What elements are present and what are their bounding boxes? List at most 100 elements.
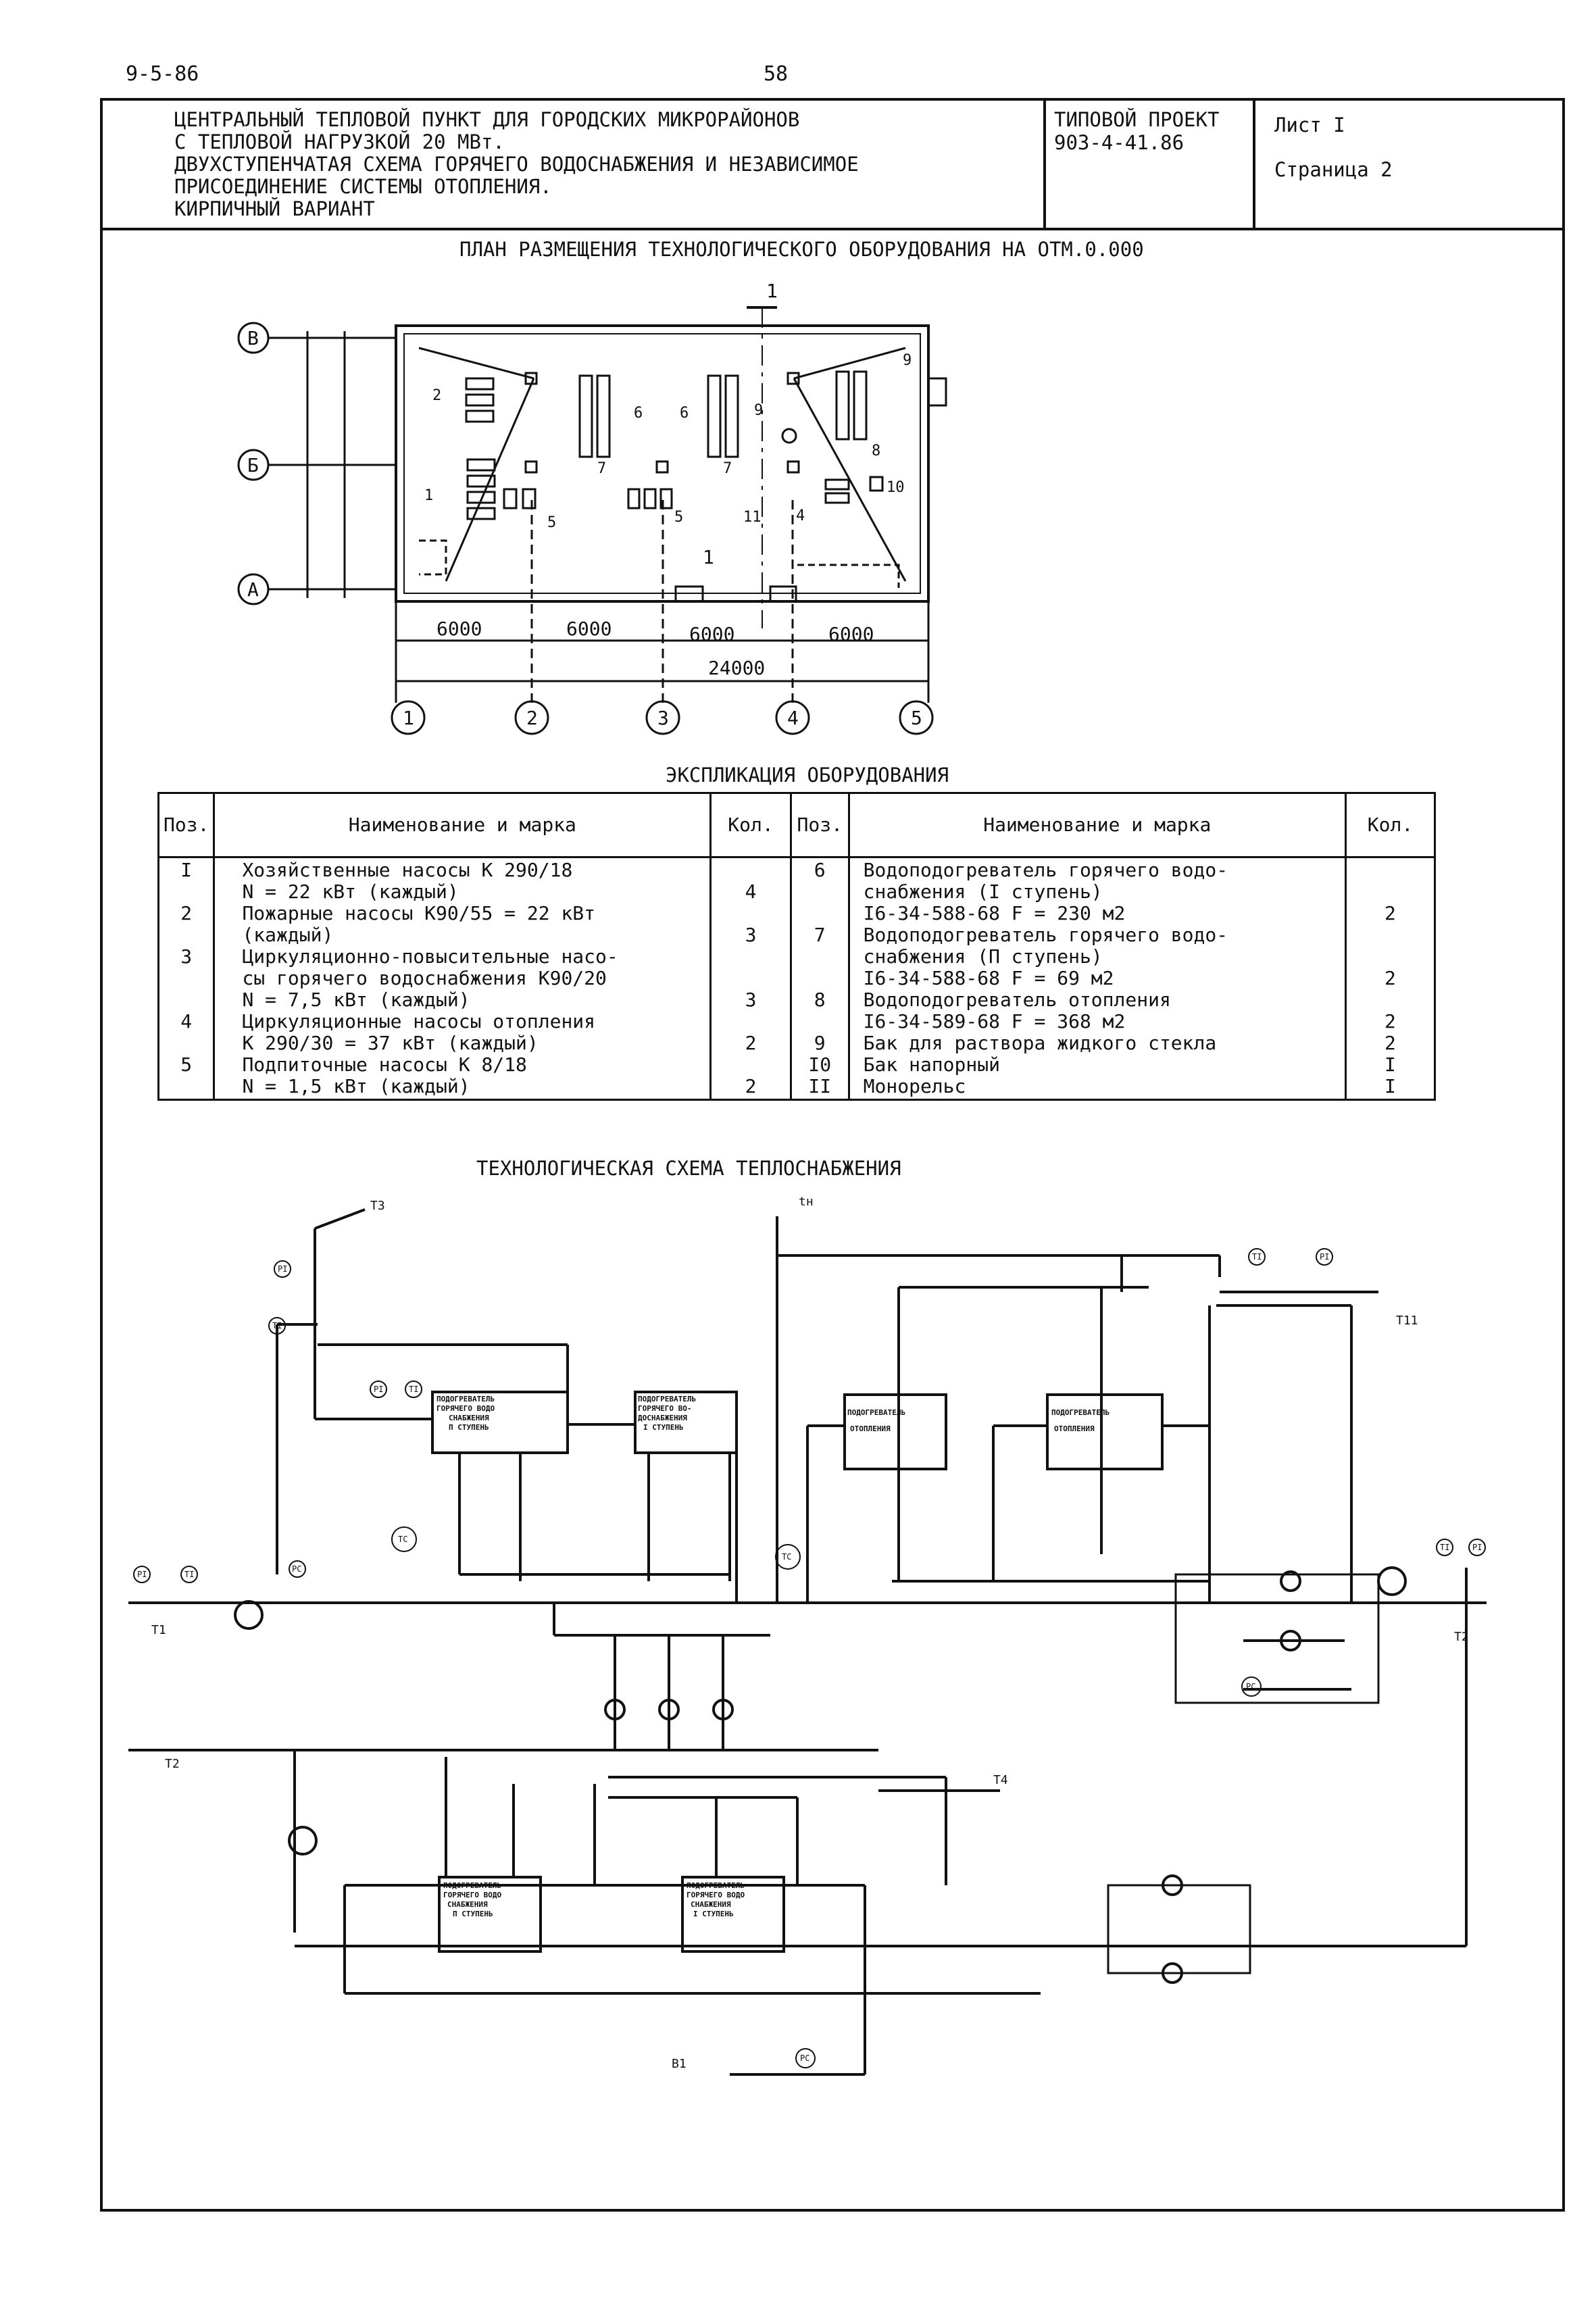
position-label: 7 [723, 460, 732, 477]
pump [643, 488, 657, 509]
column [524, 460, 538, 474]
heater [724, 374, 739, 458]
axis-bubble-1 [391, 700, 426, 735]
heater-hw1-top [634, 1391, 738, 1454]
pump [659, 488, 673, 509]
position-label: 7 [597, 460, 606, 477]
room-number: 1 [703, 546, 714, 568]
heater-label: ГОРЯЧЕГО ВОДО [443, 1891, 501, 1899]
name-cell: сы горячего водоснабжения К90/20 [242, 967, 607, 989]
heater-label: СНАБЖЕНИЯ [449, 1414, 489, 1422]
name-cell: снабжения (I ступень) [863, 880, 1103, 903]
pump-icon [1162, 1962, 1183, 1984]
axis-label: А [247, 578, 259, 601]
heater-heat-a [843, 1393, 947, 1470]
page-number: 58 [764, 62, 789, 86]
pos-cell: 2 [180, 902, 193, 924]
axis-bubble-3 [645, 700, 680, 735]
column [787, 372, 800, 385]
name-cell: I6-34-588-68 F = 230 м2 [863, 902, 1126, 924]
pump [503, 488, 518, 509]
pump [465, 393, 495, 407]
temperature-controller-icon [391, 1526, 417, 1552]
heater-label: ДОСНАБЖЕНИЯ [638, 1414, 687, 1422]
qty-cell: 2 [745, 1075, 757, 1097]
pressure-controller-icon [1241, 1676, 1262, 1697]
pump [466, 491, 496, 504]
heater-hw2-bottom [438, 1876, 542, 1953]
heater [596, 374, 611, 458]
name-cell: N = 1,5 кВт (каждый) [242, 1075, 470, 1097]
pump-icon [712, 1699, 734, 1720]
thermometer-icon [180, 1566, 198, 1583]
total-dimension: 24000 [708, 657, 765, 679]
pos-cell: 5 [180, 1053, 193, 1076]
axis-label: 1 [403, 707, 414, 729]
monorail [445, 378, 535, 582]
table-header-row: Поз. Наименование и марка Кол. Поз. Наим… [157, 792, 1437, 858]
position-label: 5 [674, 509, 683, 526]
position-label: 9 [903, 352, 912, 369]
pos-cell: 8 [814, 989, 826, 1011]
axis-label: 4 [787, 707, 799, 729]
pipe-label: Т4 [993, 1773, 1008, 1787]
position-label: 4 [796, 507, 805, 524]
qty-cell: 2 [1385, 1010, 1396, 1032]
door [928, 377, 947, 407]
axis-label: Б [247, 454, 259, 476]
pipe-label: В1 [672, 2057, 687, 2071]
title-line: С ТЕПЛОВОЙ НАГРУЗКОЙ 20 МВт. [174, 130, 505, 153]
thermometer-icon [1248, 1248, 1266, 1266]
pressure-gauge-icon [133, 1566, 151, 1583]
tank [781, 428, 797, 444]
name-cell: снабжения (П ступень) [863, 945, 1103, 968]
qty-cell: I [1385, 1053, 1396, 1076]
explication-title: ЭКСПЛИКАЦИЯ ОБОРУДОВАНИЯ [666, 764, 949, 787]
pos-cell: 4 [180, 1010, 193, 1032]
name-cell: Водоподогреватель отопления [863, 989, 1171, 1011]
title-block: ЦЕНТРАЛЬНЫЙ ТЕПЛОВОЙ ПУНКТ ДЛЯ ГОРОДСКИХ… [103, 101, 1562, 230]
pump-icon [1377, 1566, 1407, 1596]
pressure-gauge-icon [1316, 1248, 1333, 1266]
axis-label: 5 [911, 707, 922, 729]
col-header-name: Наименование и марка [213, 792, 712, 858]
heater-label: ОТОПЛЕНИЯ [850, 1424, 891, 1433]
name-cell: Хозяйственные насосы К 290/18 [242, 859, 573, 881]
heater-heat-b [1046, 1393, 1164, 1470]
pump [465, 377, 495, 391]
position-label: 2 [432, 387, 441, 404]
instrument-label: PI [278, 1264, 287, 1274]
name-cell: I6-34-589-68 F = 368 м2 [863, 1010, 1126, 1032]
pipe-label: Т2 [165, 1757, 180, 1771]
axis-bubble-5 [899, 700, 934, 735]
position-label: 5 [547, 514, 556, 531]
span-dimension: 6000 [437, 618, 482, 640]
pipe-label: Т11 [1396, 1314, 1418, 1328]
position-label: 8 [872, 443, 880, 459]
name-cell: Циркуляционные насосы отопления [242, 1010, 596, 1032]
heater-label: ПОДОГРЕВАТЕЛЬ [638, 1395, 696, 1403]
pressure-controller-icon [795, 2048, 816, 2068]
name-cell: К 290/30 = 37 кВт (каждый) [242, 1032, 539, 1054]
scheme-title: ТЕХНОЛОГИЧЕСКАЯ СХЕМА ТЕПЛОСНАБЖЕНИЯ [476, 1157, 901, 1180]
pos-column-left: I 2 3 4 5 [157, 856, 216, 1101]
heater-label: СНАБЖЕНИЯ [447, 1900, 488, 1909]
name-cell: I6-34-588-68 F = 69 м2 [863, 967, 1114, 989]
heater-label: ПОДОГРЕВАТЕЛЬ [437, 1395, 495, 1403]
axis-bubble-4 [775, 700, 810, 735]
temperature-controller-icon [775, 1544, 801, 1570]
plan-title: ПЛАН РАЗМЕЩЕНИЯ ТЕХНОЛОГИЧЕСКОГО ОБОРУДО… [459, 238, 1144, 261]
title-line: ЦЕНТРАЛЬНЫЙ ТЕПЛОВОЙ ПУНКТ ДЛЯ ГОРОДСКИХ… [174, 108, 800, 131]
heater-hw1-bottom [681, 1876, 785, 1953]
page-label: Страница 2 [1274, 158, 1393, 181]
qty-cell: 3 [745, 989, 757, 1011]
pump-block [1174, 1573, 1380, 1704]
pos-cell: 9 [814, 1032, 826, 1054]
pit [419, 539, 447, 576]
pump [466, 474, 496, 488]
name-cell: Водоподогреватель горячего водо- [863, 924, 1228, 946]
monorail [793, 347, 906, 380]
pump [522, 488, 537, 509]
name-cell: N = 7,5 кВт (каждый) [242, 989, 470, 1011]
span-dimension: 6000 [566, 618, 612, 640]
